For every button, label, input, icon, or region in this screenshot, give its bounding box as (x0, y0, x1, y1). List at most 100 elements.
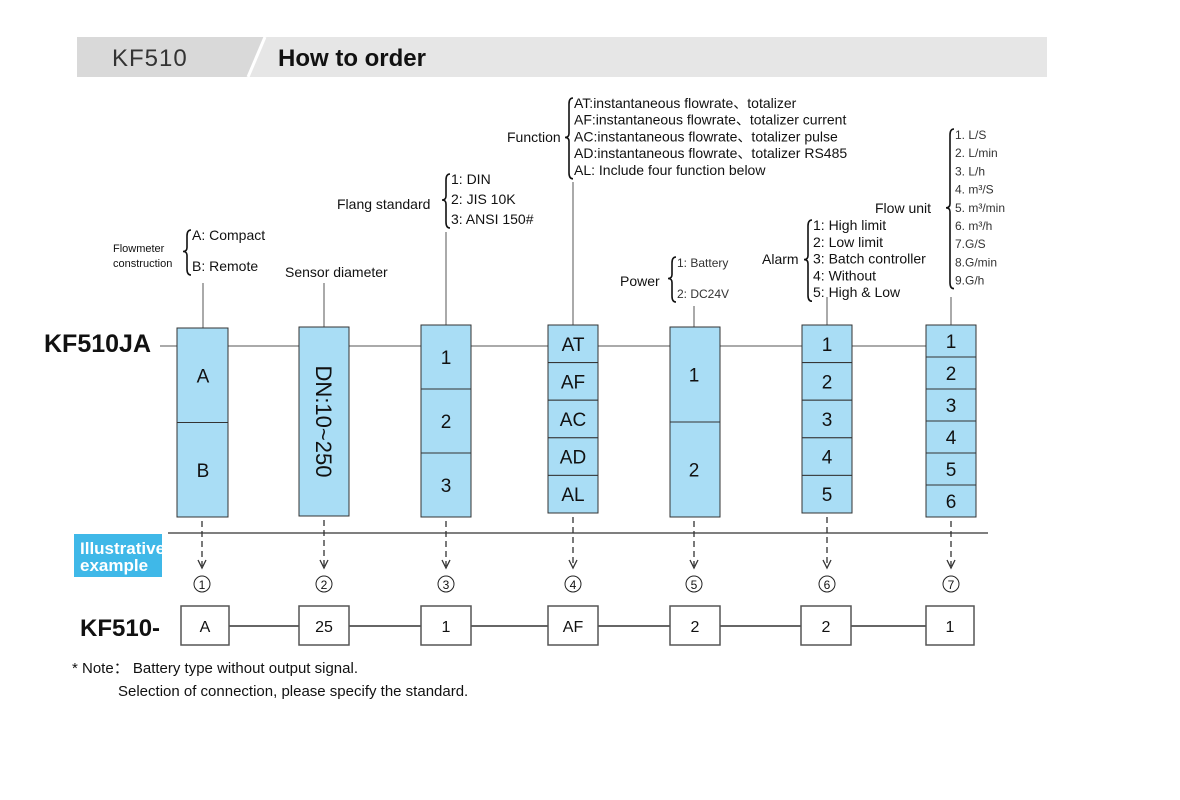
arrow-head (689, 559, 699, 570)
option-bracket (803, 219, 813, 302)
column-label: Power (620, 273, 660, 289)
code-box (925, 420, 977, 454)
code-box (801, 399, 853, 439)
option-text: AF:instantaneous flowrate、totalizer curr… (574, 112, 846, 128)
code-box (176, 422, 229, 518)
code-label: 6 (946, 492, 957, 513)
option-text: 1: DIN (451, 171, 491, 187)
code-label: 1 (441, 348, 452, 369)
example-box (180, 605, 230, 646)
code-label: AF (561, 372, 585, 393)
example-box (800, 605, 852, 646)
code-box (925, 388, 977, 422)
marker-circle (564, 575, 582, 593)
option-text: AD:instantaneous flowrate、totalizer RS48… (574, 145, 847, 161)
option-text: AC:instantaneous flowrate、totalizer puls… (574, 128, 838, 144)
example-value: A (200, 619, 211, 636)
code-label: A (197, 366, 210, 387)
code-box (547, 437, 599, 476)
example-value: 1 (442, 619, 451, 636)
marker-number: 7 (948, 578, 955, 592)
option-bracket (182, 229, 192, 276)
example-prefix: KF510- (80, 615, 160, 642)
code-box (547, 399, 599, 439)
option-text: 6. m³/h (955, 219, 992, 233)
code-label: 1 (822, 335, 833, 356)
option-text: B: Remote (192, 258, 258, 274)
code-box (420, 452, 472, 518)
example-box (298, 605, 350, 646)
option-text: AL: Include four function below (574, 162, 766, 178)
marker-number: 3 (443, 578, 450, 592)
code-label: B (197, 461, 210, 482)
code-box (801, 362, 853, 401)
code-box (801, 437, 853, 476)
arrow-head (946, 559, 956, 570)
code-box (925, 484, 977, 518)
option-text: 7.G/S (955, 237, 986, 251)
illustrative-line-1: Illustrative (80, 539, 165, 558)
marker-number: 6 (824, 578, 831, 592)
code-label: AL (561, 485, 584, 506)
option-text: 9.G/h (955, 274, 984, 288)
option-text: 5: High & Low (813, 284, 901, 300)
header-model-tab (77, 37, 265, 77)
code-box (547, 362, 599, 401)
option-text: 1: High limit (813, 217, 886, 233)
option-text: 5. m³/min (955, 201, 1005, 215)
option-text: 4. m³/S (955, 183, 994, 197)
code-label: 1 (946, 332, 957, 353)
example-box (925, 605, 975, 646)
illustrative-badge (74, 534, 162, 577)
column-label: Sensor diameter (285, 264, 388, 280)
arrow-head (441, 559, 451, 570)
code-label: 3 (946, 396, 957, 417)
column-label: construction (113, 258, 172, 270)
code-label: 4 (822, 448, 833, 469)
header-title: How to order (278, 45, 426, 72)
example-value: 1 (946, 619, 955, 636)
example-box (547, 605, 599, 646)
option-text: 1. L/S (955, 128, 986, 142)
note-line-2: Selection of connection, please specify … (118, 683, 468, 700)
example-value: 2 (822, 619, 831, 636)
option-text: 2: JIS 10K (451, 191, 516, 207)
example-box (420, 605, 472, 646)
option-text: AT:instantaneous flowrate、totalizer (574, 95, 797, 111)
option-text: 8.G/min (955, 255, 997, 269)
code-box (669, 326, 721, 423)
code-label: 5 (946, 460, 957, 481)
option-text: 1: Battery (677, 256, 728, 270)
code-label: 2 (689, 461, 700, 482)
option-bracket (945, 128, 955, 290)
option-text: 3: ANSI 150# (451, 211, 534, 227)
marker-circle (818, 575, 836, 593)
code-box (925, 324, 977, 358)
marker-circle (437, 575, 455, 593)
model-code: KF510JA (44, 330, 151, 358)
option-text: A: Compact (192, 227, 265, 243)
example-value: 25 (315, 619, 333, 636)
code-box (925, 356, 977, 390)
arrow-head (319, 559, 329, 570)
example-value: 2 (691, 619, 700, 636)
marker-circle (193, 575, 211, 593)
arrow-head (568, 559, 578, 570)
option-text: 2. L/min (955, 146, 998, 160)
column-label: Alarm (762, 251, 799, 267)
code-box (669, 421, 721, 518)
code-label: AD (560, 448, 586, 469)
code-box (801, 324, 853, 364)
marker-circle (942, 575, 960, 593)
code-label: AT (562, 335, 585, 356)
option-text: 3. L/h (955, 164, 985, 178)
example-box (669, 605, 721, 646)
option-bracket (441, 173, 451, 229)
code-box (801, 474, 853, 514)
